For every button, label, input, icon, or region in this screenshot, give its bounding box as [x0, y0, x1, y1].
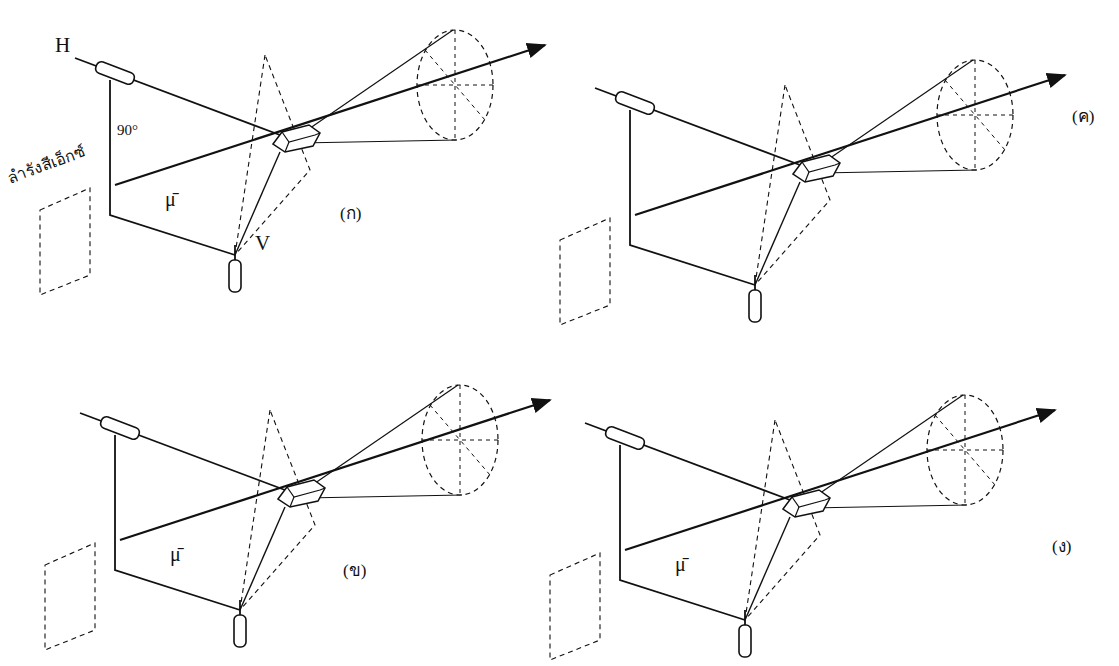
panel-letter: (ค): [1072, 108, 1094, 127]
angle-symbol: μ̄: [170, 543, 181, 565]
beam-label: ลำรังสีเอ็กซ์: [5, 142, 88, 187]
axis-letter: V: [255, 232, 270, 255]
panel-letter: (ง): [1052, 538, 1071, 557]
panel-letter: (ก): [340, 205, 361, 224]
angle-symbol: μ̄: [165, 188, 176, 210]
angle-symbol: μ̄: [675, 553, 686, 575]
axis-letter: H: [55, 34, 70, 57]
angle-label: 90°: [117, 122, 138, 139]
panel-letter: (ข): [343, 562, 366, 581]
